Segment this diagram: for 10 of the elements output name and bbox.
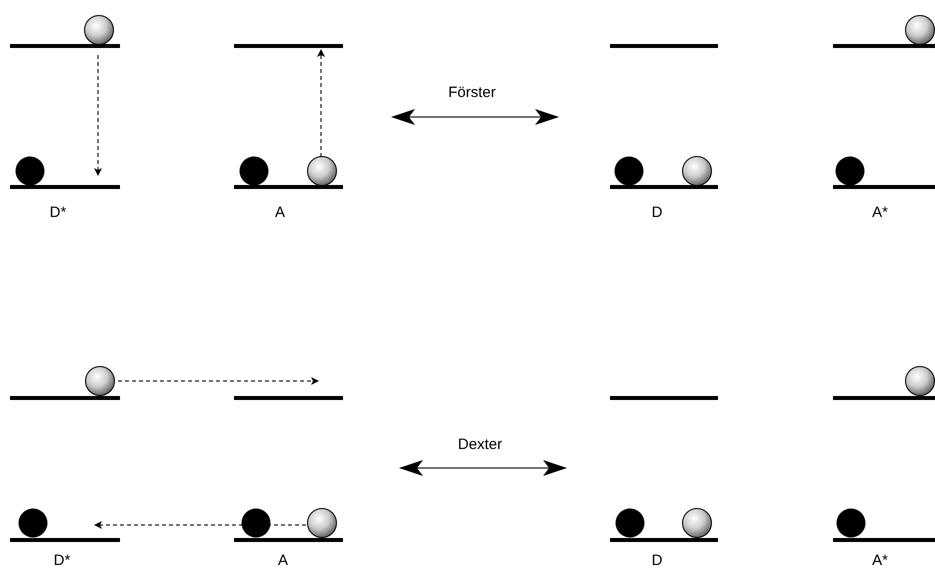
- state-label: A*: [872, 204, 888, 221]
- state-label: A*: [872, 552, 888, 569]
- state-label: D*: [54, 552, 70, 569]
- state-label: A: [275, 204, 285, 221]
- mechanism-label: Förster: [448, 84, 496, 101]
- state-label: D*: [50, 204, 66, 221]
- mechanism-label: Dexter: [458, 436, 502, 453]
- state-label: D: [652, 204, 662, 221]
- state-label: A: [278, 552, 288, 569]
- state-label: D: [652, 552, 662, 569]
